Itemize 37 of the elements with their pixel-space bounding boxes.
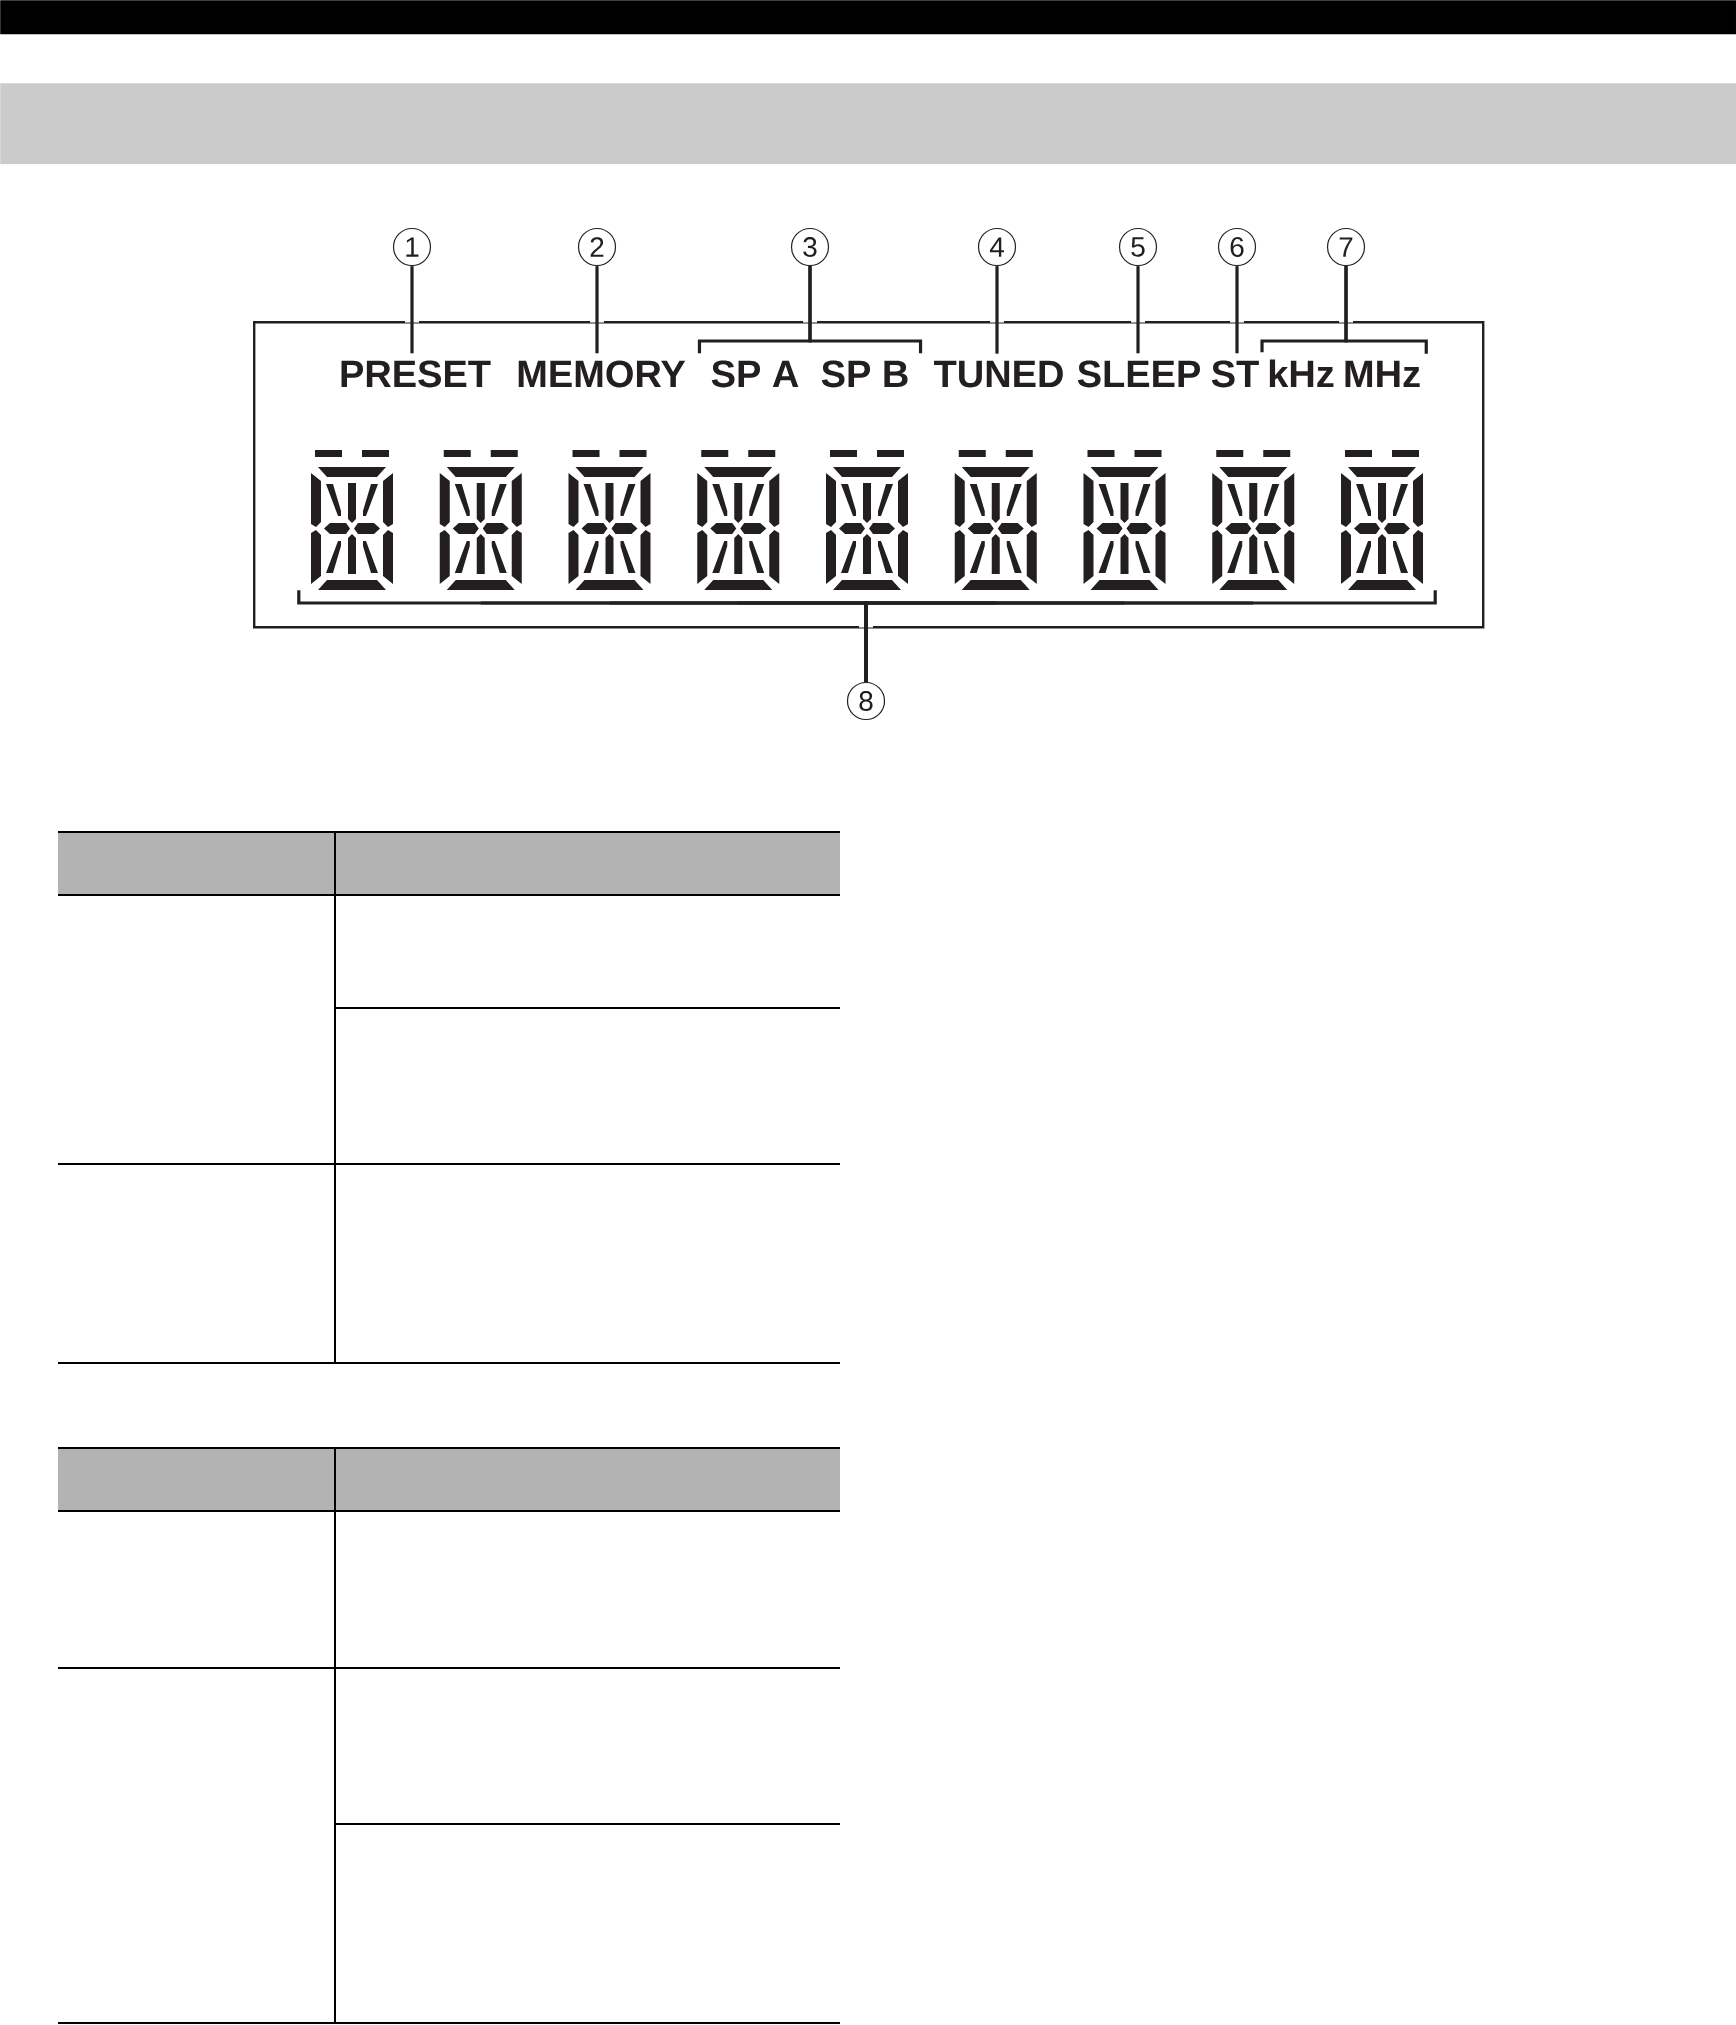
segment-digit: [826, 450, 908, 590]
segment-digit: [1212, 450, 1295, 590]
indicator-label: PRESET: [341, 360, 491, 388]
segment-digit: [311, 450, 393, 590]
indicator-label: ST: [1211, 360, 1259, 388]
leader-line: [1136, 266, 1140, 354]
leader-line: [808, 266, 923, 354]
indicator-label: SP B: [821, 360, 908, 388]
callout-number: 7: [1326, 227, 1366, 267]
segment-digit: [954, 450, 1037, 590]
display-panel: [253, 319, 1485, 629]
leader-line: [595, 266, 599, 354]
callout-number: 8: [846, 681, 886, 721]
callout-number: 5: [1118, 227, 1158, 267]
indicator-label: SLEEP: [1077, 360, 1200, 388]
segment-digit: [439, 450, 522, 590]
segment-digit: [568, 450, 651, 590]
leader-line: [1344, 266, 1428, 354]
leader-line: [864, 590, 1437, 682]
leader-line: [410, 266, 414, 354]
segment-digit: [1083, 450, 1166, 590]
segment-digit: [1341, 450, 1423, 590]
leader-line: [1235, 266, 1239, 354]
indicator-label: MEMORY: [518, 360, 686, 388]
indicator-label: SP A: [711, 360, 799, 388]
top-bar: [0, 0, 1736, 35]
callout-number: 2: [577, 227, 617, 267]
header-band: [0, 83, 1736, 165]
callout-number: 1: [392, 227, 432, 267]
leader-line: [995, 266, 999, 354]
callout-number: 4: [977, 227, 1017, 267]
indicator-label: MHz: [1345, 360, 1420, 387]
indicator-label: kHz: [1269, 359, 1334, 387]
callout-number: 3: [790, 227, 830, 267]
indicator-label: TUNED: [934, 360, 1063, 388]
callout-number: 6: [1217, 227, 1257, 267]
segment-digit: [697, 450, 780, 590]
